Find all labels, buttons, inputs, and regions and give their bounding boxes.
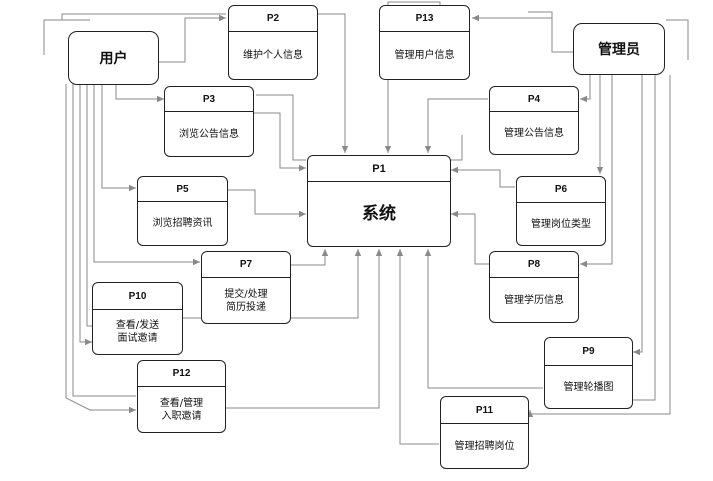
flow-admin-to-p11 xyxy=(526,75,671,417)
process-p8-id: P8 xyxy=(489,251,579,278)
flow-admin-to-p9 xyxy=(633,75,643,356)
process-p4-label: 管理公告信息 xyxy=(489,112,579,155)
process-p5-label: 浏览招聘资讯 xyxy=(137,202,228,246)
flow-p4-to-p1 xyxy=(424,98,488,153)
flow-admin-to-p13 xyxy=(472,14,574,53)
flow-user-to-p5 xyxy=(101,84,136,192)
process-p7-id: P7 xyxy=(201,251,291,278)
process-p1-id: P1 xyxy=(307,155,451,182)
process-p10-id: P10 xyxy=(92,282,183,310)
process-p6-id: P6 xyxy=(516,176,606,203)
process-p12-label: 查看/管理 入职邀请 xyxy=(137,387,226,433)
process-p4-id: P4 xyxy=(489,86,579,112)
process-p9-label: 管理轮播图 xyxy=(544,366,633,409)
entity-user: 用户 xyxy=(68,31,159,85)
frame-line xyxy=(528,11,553,40)
flow-p1-to-p4 xyxy=(451,135,463,161)
process-p11-label: 管理招聘岗位 xyxy=(440,424,529,469)
flow-user-to-p10 xyxy=(86,84,92,327)
entity-admin: 管理员 xyxy=(573,23,665,75)
process-p9-id: P9 xyxy=(544,337,633,366)
process-p3-id: P3 xyxy=(164,86,254,112)
flow-user-to-p7 xyxy=(93,84,200,266)
flow-p3-to-p1 xyxy=(254,112,306,172)
process-p12-id: P12 xyxy=(137,360,226,387)
frame-line xyxy=(43,19,90,55)
process-p7-label: 提交/处理 简历投递 xyxy=(201,278,291,324)
flow-p7-to-p1 xyxy=(290,249,329,266)
process-p8-label: 管理学历信息 xyxy=(489,278,579,323)
flow-p9-to-p1 xyxy=(424,249,543,389)
flow-p12-to-p1 xyxy=(226,249,383,409)
frame-line xyxy=(666,19,689,60)
flow-user-to-p12b xyxy=(65,84,136,414)
flow-p11-to-p1 xyxy=(396,249,439,445)
flow-admin-to-p8 xyxy=(580,75,613,268)
flow-p5-to-p1 xyxy=(228,189,306,218)
flow-user-to-p3 xyxy=(115,84,164,103)
process-p13-id: P13 xyxy=(379,5,470,32)
flow-p2-to-p1 xyxy=(318,13,349,153)
process-p1-label: 系统 xyxy=(307,182,451,247)
process-p13-label: 管理用户信息 xyxy=(379,32,470,80)
process-p3-label: 浏览公告信息 xyxy=(164,112,254,157)
process-p2-label: 维护个人信息 xyxy=(228,32,318,80)
process-p11-id: P11 xyxy=(440,396,529,424)
process-p2-id: P2 xyxy=(228,5,318,32)
frame-line xyxy=(61,13,226,20)
process-p10-label: 查看/发送 面试邀请 xyxy=(92,310,183,355)
flow-p1-to-p3 xyxy=(256,94,306,161)
process-p6-label: 管理岗位类型 xyxy=(516,203,606,246)
flow-user-to-p2 xyxy=(158,14,226,63)
flow-p8-to-p1 xyxy=(451,210,489,265)
flow-admin-to-p4 xyxy=(580,75,591,103)
process-p5-id: P5 xyxy=(137,176,228,202)
flow-user-to-p10b xyxy=(79,84,92,346)
flow-user-to-p12 xyxy=(72,84,136,397)
flow-p6-to-p1 xyxy=(451,166,515,188)
